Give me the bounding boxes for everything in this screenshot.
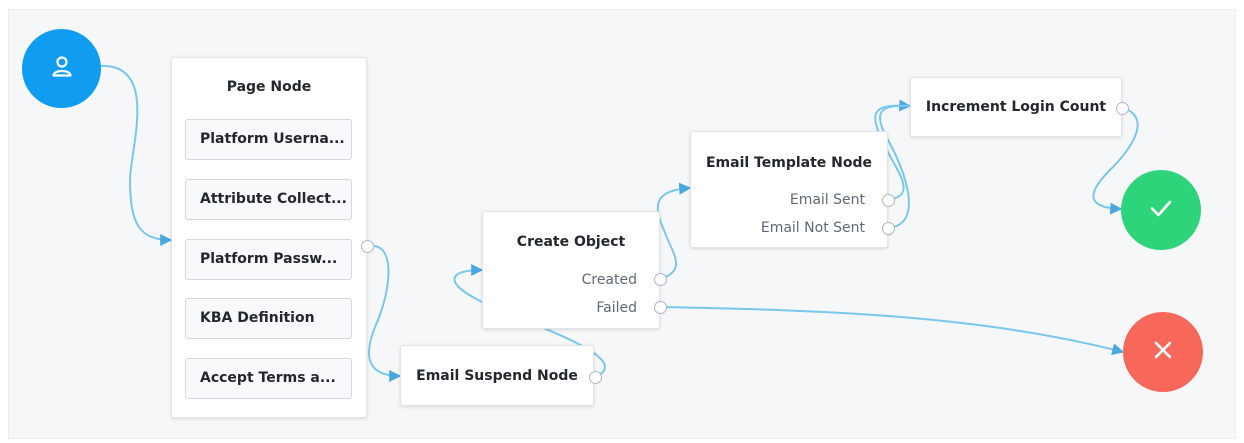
increment-login-count-node[interactable]: Increment Login Count (910, 77, 1122, 137)
start-node[interactable] (22, 29, 101, 108)
create-object-outcome-created: Created (581, 272, 637, 288)
page-node-child-platform-password[interactable]: Platform Passw... (185, 239, 352, 280)
create-object-node[interactable]: Create Object Created Failed (482, 211, 660, 329)
failed-outcome-port[interactable] (654, 301, 667, 314)
page-node[interactable]: Page Node Platform Userna... Attribute C… (171, 57, 367, 418)
check-icon (1148, 195, 1174, 225)
page-node-child-accept-terms[interactable]: Accept Terms a... (185, 358, 352, 399)
user-icon (49, 54, 75, 84)
page-node-title: Page Node (226, 79, 312, 95)
success-node[interactable] (1121, 170, 1201, 250)
email-not-sent-outcome-port[interactable] (882, 222, 895, 235)
close-icon (1151, 338, 1175, 366)
email-suspend-node-title: Email Suspend Node (416, 368, 578, 384)
email-sent-outcome-port[interactable] (882, 194, 895, 207)
page-node-outcome-port[interactable] (361, 240, 374, 253)
page-node-child-platform-username[interactable]: Platform Userna... (185, 119, 352, 160)
email-template-node[interactable]: Email Template Node Email Sent Email Not… (690, 131, 888, 248)
email-template-title: Email Template Node (705, 155, 873, 171)
create-object-title: Create Object (516, 234, 626, 250)
created-outcome-port[interactable] (654, 273, 667, 286)
page-node-child-attribute-collector[interactable]: Attribute Collect... (185, 179, 352, 220)
email-template-outcome-email-not-sent: Email Not Sent (760, 220, 865, 236)
increment-login-outcome-port[interactable] (1116, 102, 1129, 115)
page-node-child-kba-definition[interactable]: KBA Definition (185, 298, 352, 339)
email-suspend-outcome-port[interactable] (589, 371, 602, 384)
create-object-outcome-failed: Failed (596, 300, 637, 316)
failure-node[interactable] (1123, 312, 1203, 392)
email-template-outcome-email-sent: Email Sent (789, 192, 865, 208)
increment-login-count-title: Increment Login Count (925, 99, 1107, 115)
email-suspend-node[interactable]: Email Suspend Node (400, 345, 594, 406)
